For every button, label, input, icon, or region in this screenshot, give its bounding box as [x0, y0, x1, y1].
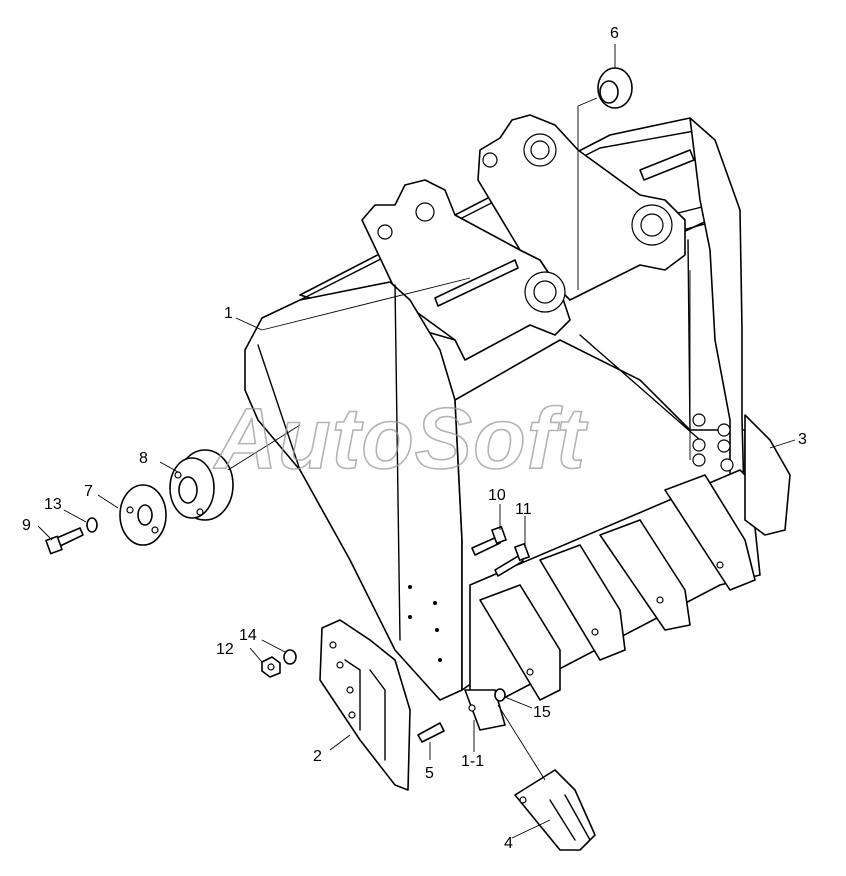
callout-13: 13 — [44, 496, 62, 513]
callout-11: 11 — [515, 501, 532, 518]
callouts: 1 2 3 4 5 6 7 8 9 10 11 12 13 14 15 1-1 — [22, 25, 807, 852]
callout-15: 15 — [533, 704, 551, 721]
callout-1-1: 1-1 — [461, 753, 484, 770]
callout-3: 3 — [798, 431, 807, 448]
callout-10: 10 — [488, 487, 506, 504]
side-cutter-right — [744, 414, 791, 536]
tooth-4 — [514, 769, 596, 851]
bolt-11 — [494, 542, 530, 577]
bushing-6 — [597, 67, 633, 109]
hub-8 — [169, 449, 234, 521]
callout-4: 4 — [504, 835, 513, 852]
nut-12 — [261, 656, 281, 678]
callout-7: 7 — [84, 483, 93, 500]
callout-14: 14 — [239, 627, 257, 644]
washer-14 — [283, 649, 297, 665]
leader-lines — [37, 44, 796, 839]
callout-9: 9 — [22, 517, 31, 534]
watermark: AutoSoft — [213, 391, 588, 487]
callout-5: 5 — [425, 765, 434, 782]
bolt-9 — [45, 527, 84, 555]
plate-7 — [119, 484, 167, 546]
bolt-10 — [471, 525, 507, 556]
washer-13 — [86, 517, 98, 533]
callout-6: 6 — [610, 25, 619, 42]
callout-1: 1 — [224, 305, 233, 322]
callout-12: 12 — [216, 641, 234, 658]
pin-5 — [417, 722, 445, 743]
side-cutter-left — [319, 619, 411, 791]
nut-15 — [494, 688, 506, 702]
callout-2: 2 — [313, 748, 322, 765]
callout-8: 8 — [139, 450, 148, 467]
teeth-row — [464, 469, 761, 731]
